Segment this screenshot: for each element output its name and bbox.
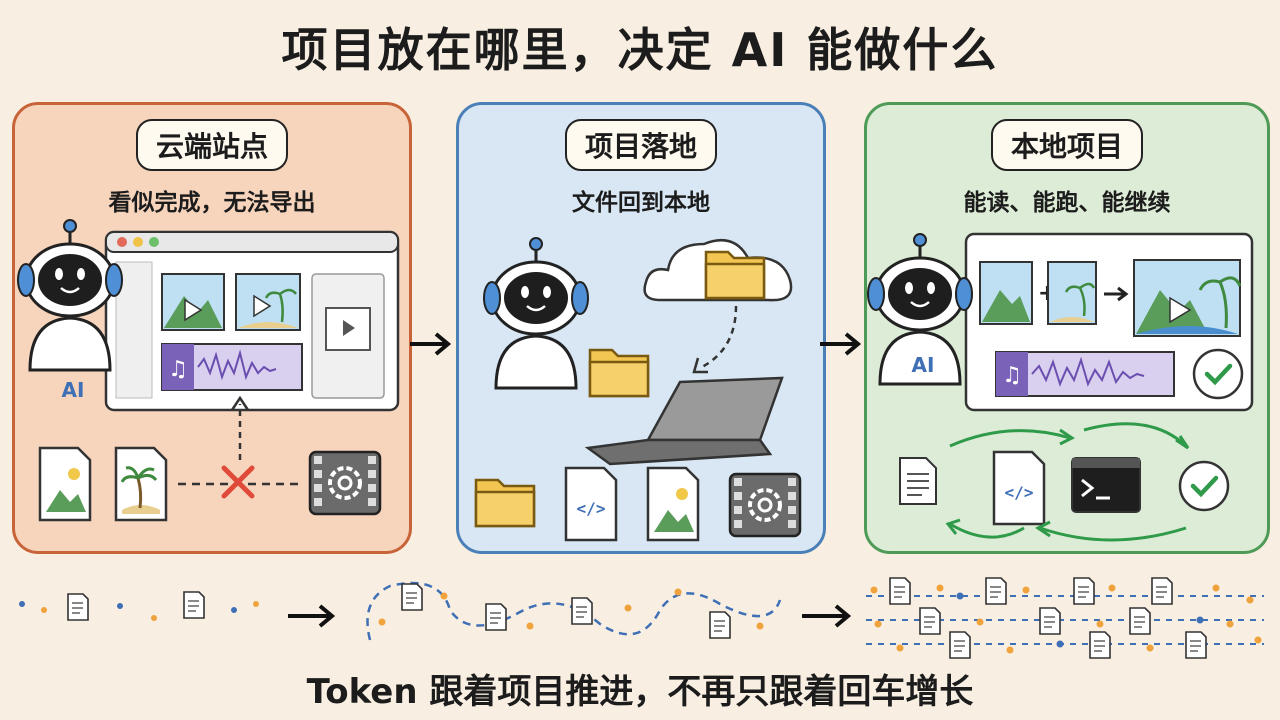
landing-settings-file-icon bbox=[728, 472, 802, 538]
project-landing-tag: 项目落地 bbox=[564, 119, 718, 171]
local-code-file-icon bbox=[992, 450, 1046, 526]
token-flow-medium bbox=[366, 581, 852, 641]
local-project-tag: 本地项目 bbox=[990, 119, 1144, 171]
project-landing-subtitle: 文件回到本地 bbox=[572, 190, 710, 216]
token-flow-sparse bbox=[19, 591, 336, 628]
terminal-icon bbox=[1071, 457, 1141, 513]
image-file-icon bbox=[38, 446, 92, 522]
local-project-subtitle: 能读、能跑、能继续 bbox=[963, 190, 1171, 216]
cloud-site-tag: 云端站点 bbox=[135, 119, 289, 171]
carried-folder-icon bbox=[588, 348, 650, 398]
cloud-robot-label: AI bbox=[62, 378, 85, 402]
editor-check-icon bbox=[1194, 350, 1242, 398]
folder-file-icon bbox=[474, 478, 536, 528]
page-title: 项目放在哪里，决定 AI 能做什么 bbox=[281, 23, 999, 77]
arrow-landing-to-local-icon bbox=[820, 332, 862, 356]
code-file-icon bbox=[564, 466, 618, 542]
cloud-folder-icon bbox=[704, 250, 766, 300]
laptop-icon bbox=[584, 376, 784, 466]
cloud-site-subtitle: 看似完成，无法导出 bbox=[108, 190, 316, 216]
browser-window-illustration: ♫ bbox=[104, 230, 400, 412]
local-editor-window: + ♫ bbox=[964, 232, 1254, 412]
token-flow-dense bbox=[866, 577, 1264, 659]
palm-image-file-icon bbox=[114, 446, 168, 522]
local-robot-label: AI bbox=[912, 353, 935, 377]
svg-text:♫: ♫ bbox=[1002, 363, 1022, 388]
success-check-icon bbox=[1180, 462, 1228, 510]
landing-robot bbox=[482, 236, 590, 390]
text-file-icon bbox=[899, 457, 937, 505]
landing-image-file-icon bbox=[646, 466, 700, 542]
blocked-x-icon bbox=[221, 465, 255, 499]
arrow-cloud-to-landing-icon bbox=[410, 332, 452, 356]
svg-text:♫: ♫ bbox=[168, 357, 188, 382]
settings-file-icon bbox=[308, 450, 382, 516]
footer-caption: Token 跟着项目推进，不再只跟着回车增长 bbox=[306, 672, 974, 712]
